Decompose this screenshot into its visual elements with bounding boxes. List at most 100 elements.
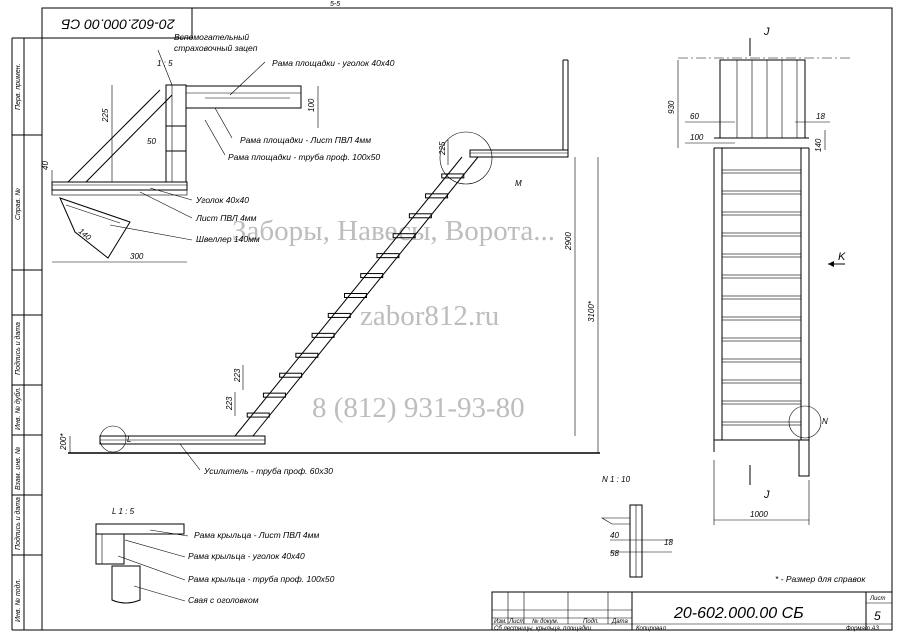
stair-step	[344, 293, 367, 298]
dl-label-pile: Свая с оголовком	[188, 595, 259, 605]
tb-doc-number: 20-602.000.00 СБ	[673, 605, 804, 622]
dm-label-channel: Швеллер 140мм	[196, 234, 260, 244]
tb-copied: Копировал	[636, 626, 666, 632]
side-step	[721, 400, 802, 405]
mv-dim-200: 200*	[59, 433, 68, 451]
stair-step	[425, 193, 449, 199]
sv-dim-930: 930	[667, 100, 676, 114]
title-block: Изм. Лист № докум. Подп. Дата 20-602.000…	[491, 591, 893, 632]
tb-description: Сб лестницы, крыльца, площадки	[494, 626, 592, 632]
side-step	[721, 232, 802, 237]
sv-dim-100: 100	[690, 133, 704, 142]
stair-step	[376, 253, 400, 259]
stair-step	[311, 332, 335, 338]
marker-circle-n	[788, 405, 822, 439]
mv-dim-3100: 3100*	[587, 300, 596, 322]
drawing-frame	[41, 7, 893, 631]
side-step	[721, 253, 802, 258]
dm-label-frame-tube: Рама площадки - труба проф. 100х50	[228, 152, 380, 162]
cut-j-top: J	[763, 26, 770, 38]
watermark-line3: 8 (812) 931-93-80	[312, 392, 525, 424]
stair-steps	[246, 173, 465, 418]
dn-dim-18: 18	[664, 538, 673, 547]
side-step	[721, 169, 802, 174]
detail-n-title: N 1 : 10	[602, 475, 631, 484]
side-step	[721, 274, 802, 279]
stair-step	[392, 233, 416, 239]
detail-l-title: L 1 : 5	[112, 507, 135, 516]
marker-circle-l	[99, 425, 127, 453]
dm-label-frame-sheet: Рама площадки - Лист ПВЛ 4мм	[240, 135, 371, 145]
dn-dim-58: 58	[610, 549, 619, 558]
dm-label-hook2: страховочный зацеп	[174, 43, 258, 53]
side-view-steps	[721, 169, 802, 426]
tb-col-date: Дата	[611, 619, 628, 625]
view-k: K	[838, 251, 846, 263]
dl-label-angle: Рама крыльца - уголок 40х40	[188, 551, 305, 561]
marker-l: L	[127, 435, 131, 444]
side-label-podp2: Подпись и дата	[14, 497, 22, 550]
side-label-sprav: Справ. №	[15, 188, 22, 220]
sv-dim-140: 140	[814, 138, 823, 152]
dl-label-tube: Рама крыльца - труба проф. 100х50	[188, 574, 335, 584]
side-step	[721, 421, 802, 426]
sv-dim-1000: 1000	[750, 510, 768, 519]
side-label-perv: Перв. примен.	[15, 63, 22, 110]
mv-dim-225: 225	[438, 141, 447, 156]
side-step	[721, 211, 802, 216]
side-step	[721, 358, 802, 363]
stair-step	[327, 312, 351, 318]
detail-l: L 1 : 5 Рама крыльца - Лист ПВЛ 4мм Рама…	[95, 507, 335, 605]
stair-step	[408, 213, 432, 219]
tb-col-izm: Изм.	[494, 619, 507, 625]
dm-label-frame-angle: Рама площадки - уголок 40х40	[272, 58, 395, 68]
side-step	[721, 190, 802, 195]
note-reference: * - Размер для справок	[775, 574, 866, 584]
stair-step	[246, 412, 270, 418]
side-label-podl: Инв. № подл.	[14, 579, 22, 622]
dm-label-angle: Уголок 40х40	[195, 195, 249, 205]
side-step	[721, 379, 802, 384]
side-step	[721, 337, 802, 342]
mv-label-reinforce: Усилитель - труба проф. 60х30	[203, 466, 333, 476]
marker-circle-m	[439, 131, 493, 185]
detail-m: 1 : 5 225 100 50 40 140 300	[41, 32, 395, 263]
side-step	[721, 295, 802, 300]
stair-step	[360, 273, 384, 279]
stair-step	[262, 392, 286, 398]
mv-dim-2900: 2900	[564, 232, 573, 251]
dm-dim-100: 100	[307, 98, 316, 112]
mv-dim-223a: 223	[233, 368, 242, 383]
marker-n: N	[822, 417, 828, 426]
dl-label-sheet: Рама крыльца - Лист ПВЛ 4мм	[194, 530, 319, 540]
sv-dim-18: 18	[816, 112, 825, 121]
tb-col-list: Лист	[508, 619, 524, 625]
detail-m-scale: 1 : 5	[157, 59, 173, 68]
side-label-podp1: Подпись и дата	[14, 322, 22, 375]
main-stair-view: M L 2900 3100* 225 223 223 200* Усилител…	[59, 59, 600, 476]
watermark-line2: zabor812.ru	[360, 300, 499, 332]
rotated-doc-number: 20-602.000.00 СБ	[61, 16, 175, 32]
tb-col-doc: № докум.	[532, 618, 558, 625]
tb-sheet-number: 5	[874, 609, 881, 623]
cut-j-bottom: J	[763, 489, 770, 501]
dm-dim-225: 225	[101, 108, 110, 123]
mv-dim-223b: 223	[225, 396, 234, 411]
stair-step	[279, 372, 303, 378]
detail-n: N 1 : 10 40 58 18	[600, 475, 673, 578]
dm-dim-40: 40	[41, 161, 50, 170]
stair-step	[295, 352, 319, 358]
sv-dim-60: 60	[690, 112, 699, 121]
top-stub: 5-5	[330, 1, 340, 8]
watermark-line1: Заборы, Навесы, Ворота...	[232, 215, 555, 247]
side-label-vzam: Взам. инв. №	[15, 446, 22, 490]
dm-label-hook1: Вспомогательный	[174, 32, 249, 42]
dn-dim-40: 40	[610, 531, 619, 540]
tb-sheet-label: Лист	[869, 596, 885, 602]
tb-col-sign: Подп.	[583, 619, 599, 625]
stair-step	[441, 173, 465, 179]
dm-label-sheet: Лист ПВЛ 4мм	[195, 213, 257, 223]
tb-format: Формат А3	[846, 626, 879, 632]
dm-dim-50: 50	[147, 137, 156, 146]
